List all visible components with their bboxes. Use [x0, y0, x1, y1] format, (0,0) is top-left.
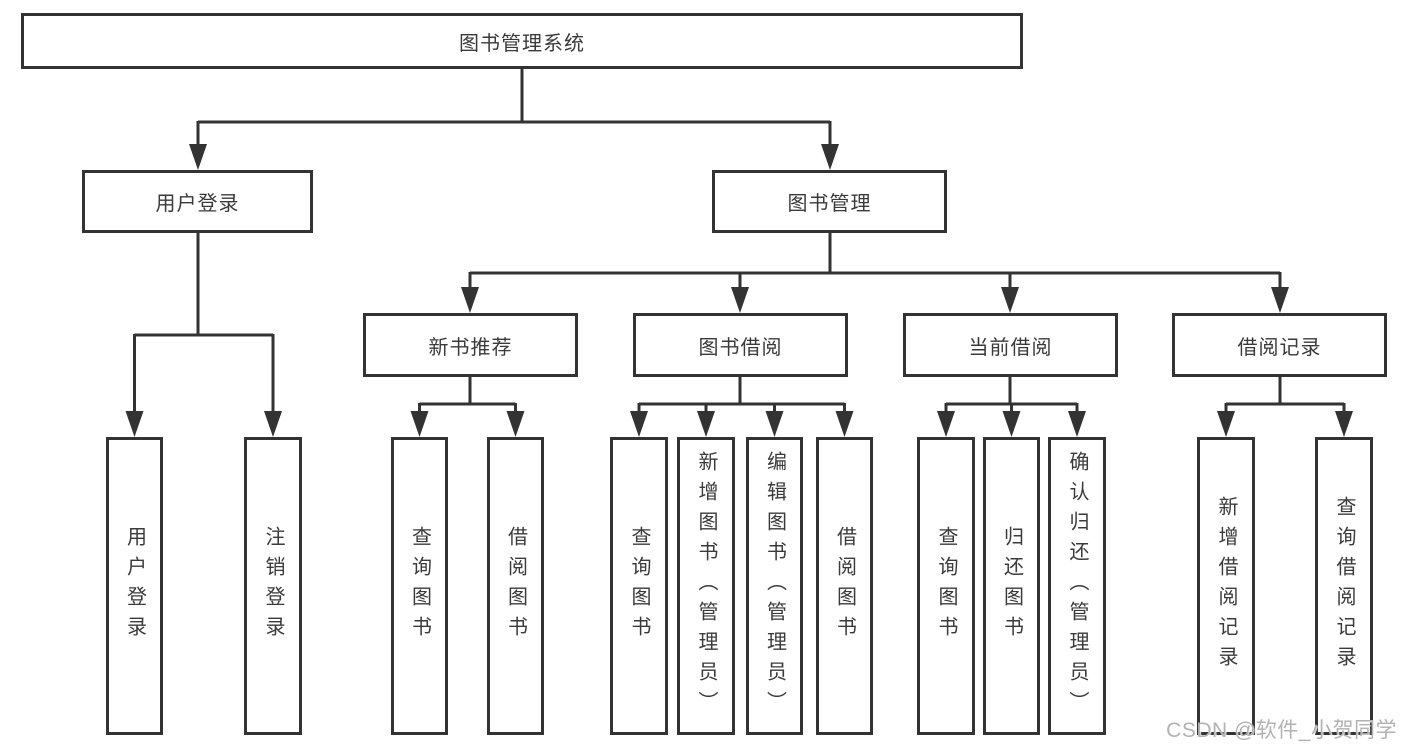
node-label: 图书管理系统 [459, 32, 585, 55]
node-label: 新增借阅记录 [1215, 496, 1237, 676]
node-label: 注销登录 [262, 526, 284, 646]
leaf-return-books: 归还图书 [983, 437, 1040, 735]
node-label: 借阅记录 [1237, 336, 1322, 359]
leaf-add-books-admin: 新增图书（管理员） [677, 437, 735, 735]
leaf-confirm-return-admin: 确认归还（管理员） [1048, 437, 1106, 735]
node-book-management-system: 图书管理系统 [21, 13, 1023, 69]
node-label: 借阅图书 [504, 526, 527, 646]
node-new-book-recommend: 新书推荐 [363, 313, 578, 377]
leaf-logout-login: 注销登录 [244, 437, 302, 735]
node-user-login: 用户登录 [82, 170, 313, 233]
node-book-borrow: 图书借阅 [633, 313, 848, 377]
leaf-edit-books-admin: 编辑图书（管理员） [746, 437, 803, 735]
node-label: 确认归还（管理员） [1066, 451, 1088, 721]
node-label: 查询借阅记录 [1333, 496, 1355, 676]
leaf-user-login: 用户登录 [106, 437, 163, 735]
node-label: 用户登录 [155, 193, 240, 215]
node-label: 查询图书 [408, 526, 431, 646]
node-label: 归还图书 [1000, 526, 1023, 646]
node-label: 当前借阅 [968, 336, 1053, 359]
node-label: 编辑图书（管理员） [763, 451, 786, 721]
leaf-query-books-current: 查询图书 [917, 437, 975, 735]
leaf-query-borrow-record: 查询借阅记录 [1315, 437, 1373, 735]
node-label: 借阅图书 [833, 526, 856, 646]
node-borrow-records: 借阅记录 [1172, 313, 1387, 377]
node-book-management: 图书管理 [712, 170, 947, 233]
leaf-borrow-books: 借阅图书 [816, 437, 873, 735]
node-label: 查询图书 [628, 526, 650, 646]
node-label: 用户登录 [123, 526, 146, 646]
node-current-borrow: 当前借阅 [903, 313, 1118, 377]
node-label: 图书借阅 [698, 336, 783, 359]
leaf-add-borrow-record: 新增借阅记录 [1197, 437, 1255, 735]
node-label: 查询图书 [935, 526, 957, 646]
csdn-watermark: CSDN @软件_小贺同学 [1166, 719, 1397, 742]
node-label: 图书管理 [787, 193, 872, 215]
arrowheads [125, 144, 1353, 437]
node-label: 新增图书（管理员） [695, 451, 717, 721]
leaf-borrow-books-recommend: 借阅图书 [487, 437, 544, 735]
leaf-query-books-recommend: 查询图书 [391, 437, 448, 735]
node-label: 新书推荐 [428, 336, 513, 359]
leaf-query-books-borrow: 查询图书 [610, 437, 668, 735]
